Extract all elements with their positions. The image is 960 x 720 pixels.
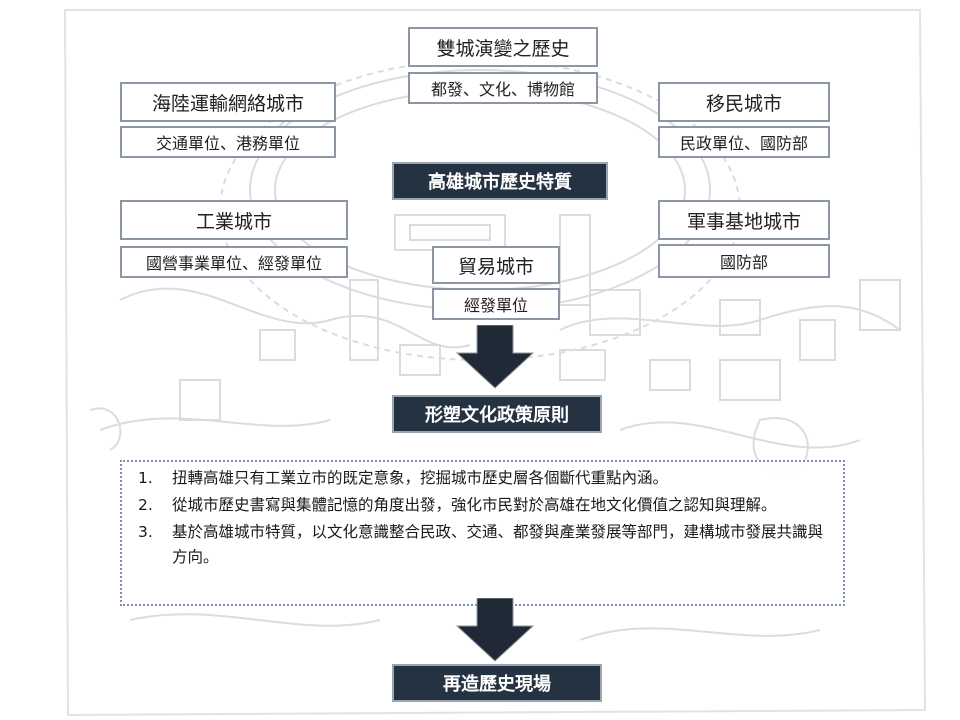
principle-item: 3. 基於高雄城市特質，以文化意識整合民政、交通、都發與產業發展等部門，建構城市…	[132, 520, 833, 570]
core-historical-characteristics: 高雄城市歷史特質	[392, 162, 608, 200]
box-industrial-city: 工業城市	[120, 200, 348, 240]
principle-text: 扭轉高雄只有工業立市的既定意象，挖掘城市歷史層各個斷代重點內涵。	[172, 469, 669, 487]
box-industrial-city-units: 國營事業單位、經發單位	[120, 246, 348, 278]
principle-item: 1. 扭轉高雄只有工業立市的既定意象，挖掘城市歷史層各個斷代重點內涵。	[132, 466, 833, 491]
box-dual-city-history-units: 都發、文化、博物館	[408, 72, 598, 104]
principle-number: 1.	[138, 469, 153, 487]
down-arrow-icon	[455, 598, 535, 662]
box-immigrant-city-units: 民政單位、國防部	[658, 126, 830, 158]
box-military-base-city: 軍事基地城市	[658, 200, 830, 240]
policy-principles-heading: 形塑文化政策原則	[392, 395, 602, 433]
principle-number: 3.	[138, 523, 153, 541]
box-military-base-units: 國防部	[658, 244, 830, 278]
principle-item: 2. 從城市歷史書寫與集體記憶的角度出發，強化市民對於高雄在地文化價值之認知與理…	[132, 493, 833, 518]
box-transport-network-units: 交通單位、港務單位	[120, 126, 336, 158]
principles-list: 1. 扭轉高雄只有工業立市的既定意象，挖掘城市歷史層各個斷代重點內涵。 2. 從…	[132, 466, 833, 570]
box-trade-city: 貿易城市	[432, 246, 560, 284]
box-trade-city-units: 經發單位	[432, 288, 560, 320]
principles-panel: 1. 扭轉高雄只有工業立市的既定意象，挖掘城市歷史層各個斷代重點內涵。 2. 從…	[120, 460, 845, 606]
box-immigrant-city: 移民城市	[658, 82, 830, 122]
box-dual-city-history: 雙城演變之歷史	[408, 27, 598, 67]
down-arrow-icon	[455, 325, 535, 389]
principle-text: 從城市歷史書寫與集體記憶的角度出發，強化市民對於高雄在地文化價值之認知與理解。	[172, 496, 777, 514]
principle-text: 基於高雄城市特質，以文化意識整合民政、交通、都發與產業發展等部門，建構城市發展共…	[172, 523, 824, 566]
box-transport-network-city: 海陸運輸網絡城市	[120, 82, 336, 122]
principle-number: 2.	[138, 496, 153, 514]
final-recreate-historical-site: 再造歷史現場	[392, 664, 602, 702]
